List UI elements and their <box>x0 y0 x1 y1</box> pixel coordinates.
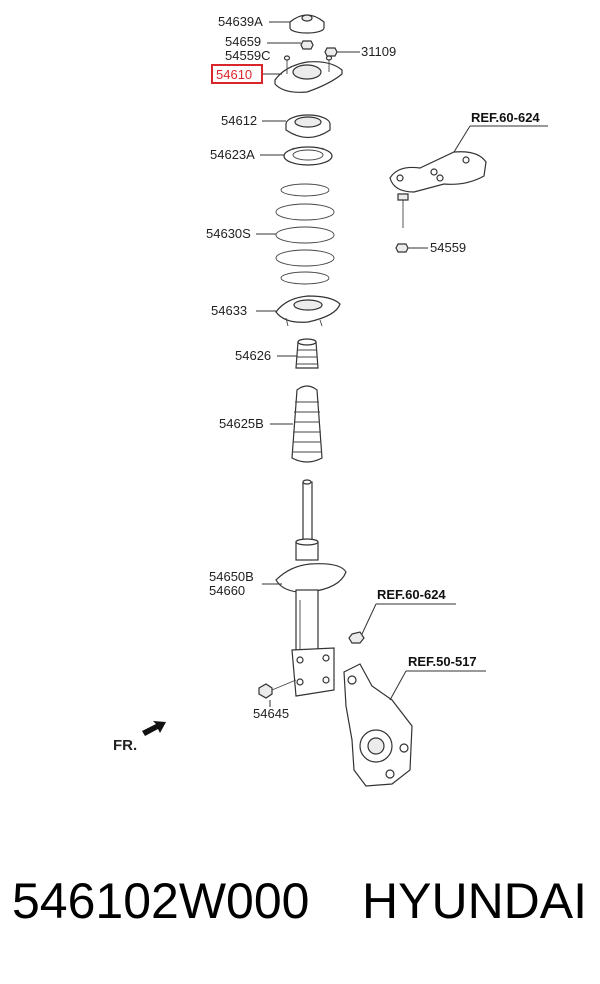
callout-54645: 54645 <box>253 706 289 721</box>
ref-50-517: REF.50-517 <box>408 654 477 669</box>
spring-pad-part <box>283 146 333 166</box>
bracket-nut-part <box>395 243 409 253</box>
callout-54559: 54559 <box>430 240 466 255</box>
callout-54623A: 54623A <box>210 147 255 162</box>
ref-60-624-upper: REF.60-624 <box>471 110 540 125</box>
callout-54659: 54659 <box>225 34 261 49</box>
brand-name: HYUNDAI <box>362 873 588 929</box>
caption: 546102W000 HYUNDAI <box>0 872 600 952</box>
stabilizer-nut-part <box>348 631 365 644</box>
callout-54612: 54612 <box>221 113 257 128</box>
callout-54639A: 54639A <box>218 14 263 29</box>
cowl-bracket-part <box>389 151 487 228</box>
callout-54610: 54610 <box>216 67 252 82</box>
callout-54625B: 54625B <box>219 416 264 431</box>
callout-54660: 54660 <box>209 583 245 598</box>
ref-60-624-lower: REF.60-624 <box>377 587 446 602</box>
front-arrow-icon <box>142 721 166 736</box>
steering-knuckle-part <box>343 663 413 787</box>
strut-mount-part <box>274 55 343 93</box>
strut-bolt-part <box>258 679 297 699</box>
coil-spring-part <box>275 183 335 285</box>
shock-absorber-part <box>275 479 347 697</box>
flange-nut-part <box>324 47 338 57</box>
part-number: 546102W000 <box>12 873 310 929</box>
lock-nut-part <box>300 40 314 50</box>
lower-seat-pad-part <box>275 295 341 327</box>
dust-cap-part <box>289 14 325 34</box>
callout-54626: 54626 <box>235 348 271 363</box>
callout-31109: 31109 <box>361 44 396 59</box>
callout-54633: 54633 <box>211 303 247 318</box>
callout-54630S: 54630S <box>206 226 251 241</box>
dust-boot-part <box>291 385 323 463</box>
highlight-box-54610 <box>211 64 263 84</box>
bearing-part <box>285 114 331 139</box>
callout-54559C: 54559C <box>225 48 271 63</box>
bump-stopper-part <box>295 338 319 369</box>
front-direction-label: FR. <box>113 737 137 754</box>
callout-54650B: 54650B <box>209 569 254 584</box>
